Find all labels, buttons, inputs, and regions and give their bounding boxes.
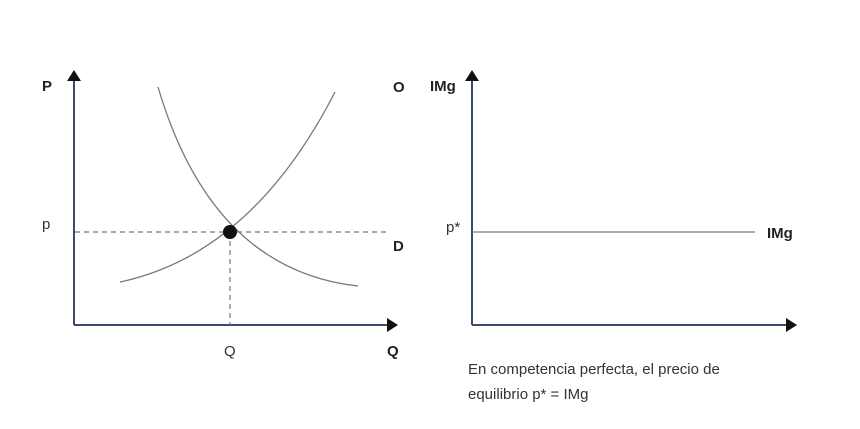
- equilibrium-point: [223, 225, 237, 239]
- quantity-tick-label: Q: [224, 343, 236, 360]
- right-graph: [465, 70, 797, 332]
- left-x-axis-arrow: [387, 318, 398, 332]
- supply-curve-label: O: [393, 79, 405, 96]
- left-graph: [67, 70, 398, 332]
- right-x-axis-arrow: [786, 318, 797, 332]
- demand-curve: [157, 86, 359, 287]
- demand-curve-label: D: [393, 238, 404, 255]
- caption-line-1: En competencia perfecta, el precio de: [468, 361, 720, 378]
- img-line-label: IMg: [767, 225, 793, 242]
- supply-curve: [119, 91, 336, 283]
- price-tick-label: p: [42, 216, 51, 233]
- caption: En competencia perfecta, el precio de eq…: [468, 357, 768, 407]
- left-x-axis-label: Q: [387, 343, 399, 360]
- left-y-axis-arrow: [67, 70, 81, 81]
- left-y-axis-label: P: [42, 78, 53, 95]
- right-y-axis-arrow: [465, 70, 479, 81]
- right-y-axis-label: IMg: [430, 78, 456, 95]
- caption-line-2: equilibrio p* = IMg: [468, 386, 589, 403]
- p-star-tick-label: p*: [446, 219, 461, 236]
